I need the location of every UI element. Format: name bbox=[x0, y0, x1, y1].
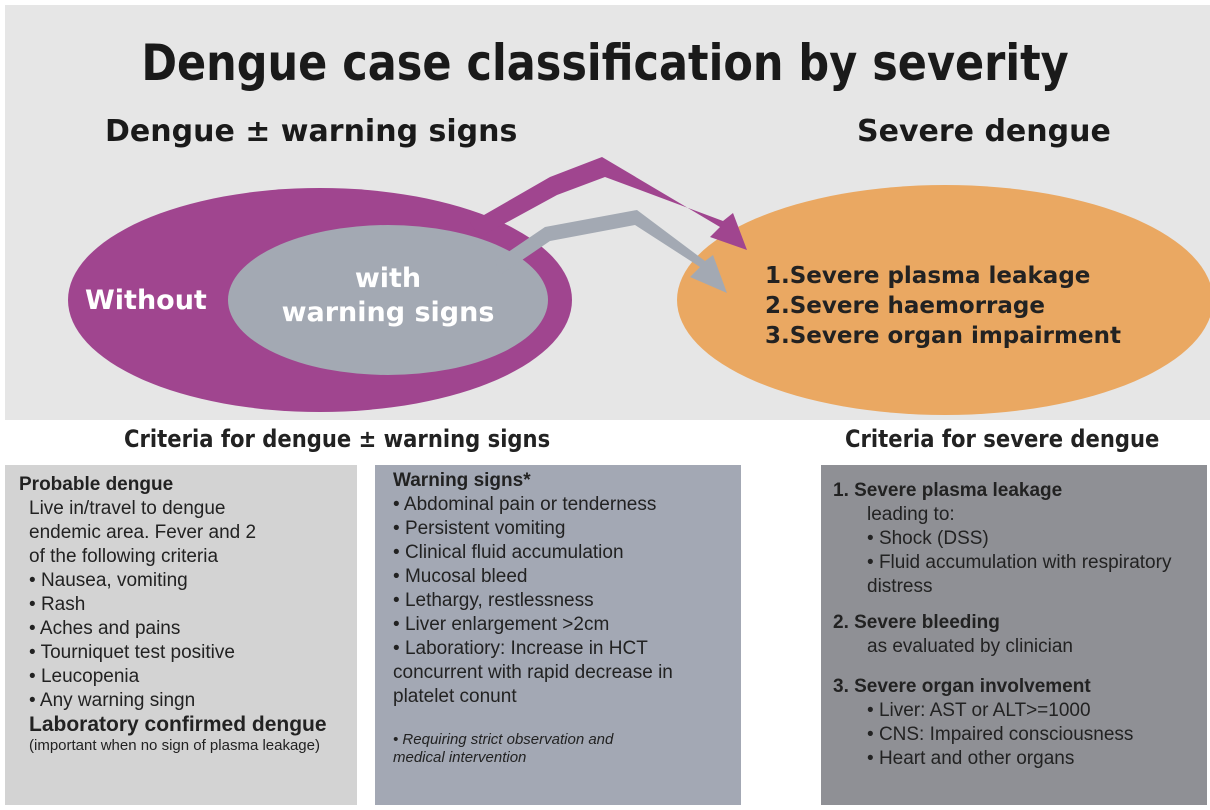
criteria-item: Tourniquet test positive bbox=[19, 641, 343, 665]
probable-heading: Probable dengue bbox=[19, 474, 174, 495]
warning-item: Clinical fluid accumulation bbox=[393, 541, 723, 565]
with-label-1: with bbox=[355, 263, 421, 294]
criteria-item: Aches and pains bbox=[19, 617, 343, 641]
severe-criteria-box: 1. Severe plasma leakage leading to: Sho… bbox=[821, 465, 1207, 805]
warning-item: Mucosal bleed bbox=[393, 565, 723, 589]
severe-item: 2.Severe haemorrage bbox=[765, 293, 1045, 319]
severe-criterion-1: 1. Severe plasma leakage bbox=[833, 480, 1063, 501]
classification-diagram: Dengue case classification by severity D… bbox=[68, 34, 1210, 415]
warning-footnote: Requiring strict observation and medical… bbox=[393, 731, 633, 767]
criteria-item: Rash bbox=[19, 593, 343, 617]
left-heading: Dengue ± warning signs bbox=[105, 114, 517, 149]
probable-intro: Live in/travel to dengue bbox=[29, 498, 226, 519]
criteria-left-heading: Criteria for dengue ± warning signs bbox=[124, 425, 551, 453]
severe-ellipse bbox=[677, 185, 1210, 415]
severe-item: Shock (DSS) bbox=[833, 527, 1195, 551]
purple-arrow bbox=[470, 157, 747, 250]
warning-signs-box: Warning signs* Abdominal pain or tendern… bbox=[375, 465, 741, 805]
severe-item: Heart and other organs bbox=[833, 747, 1195, 771]
warning-heading: Warning signs* bbox=[393, 470, 531, 491]
classification-panel: Dengue case classification by severity D… bbox=[5, 5, 1210, 420]
probable-intro: endemic area. Fever and 2 bbox=[29, 522, 257, 543]
severe-item: 3.Severe organ impairment bbox=[765, 323, 1121, 349]
criteria-item: Any warning singn bbox=[19, 689, 343, 713]
warning-item: Persistent vomiting bbox=[393, 517, 723, 541]
severe-criterion-2-sub: as evaluated by clinician bbox=[867, 636, 1073, 657]
probable-intro: of the following criteria bbox=[29, 546, 219, 567]
with-warning-ellipse bbox=[228, 225, 548, 375]
severe-item: 1.Severe plasma leakage bbox=[765, 263, 1090, 289]
warning-item: Liver enlargement >2cm bbox=[393, 613, 723, 637]
lab-note: (important when no sign of plasma leakag… bbox=[29, 737, 320, 754]
warning-item: Laboratiory: Increase in HCT concurrent … bbox=[393, 637, 723, 709]
severe-item: CNS: Impaired consciousness bbox=[833, 723, 1195, 747]
gray-arrow bbox=[495, 210, 727, 293]
severe-criterion-1-sub: leading to: bbox=[867, 504, 955, 525]
without-label: Without bbox=[85, 285, 207, 316]
severe-item: Liver: AST or ALT>=1000 bbox=[833, 699, 1195, 723]
criteria-item: Leucopenia bbox=[19, 665, 343, 689]
diagram-title: Dengue case classification by severity bbox=[141, 34, 1068, 92]
criteria-right-heading: Criteria for severe dengue bbox=[845, 425, 1160, 453]
severe-item: Fluid accumulation with respiratory dist… bbox=[833, 551, 1195, 599]
right-heading: Severe dengue bbox=[857, 114, 1111, 149]
with-label-2: warning signs bbox=[282, 297, 495, 328]
warning-item: Lethargy, restlessness bbox=[393, 589, 723, 613]
lab-heading: Laboratory confirmed dengue bbox=[29, 713, 327, 736]
probable-dengue-box: Probable dengue Live in/travel to dengue… bbox=[5, 465, 357, 805]
severe-criterion-2: 2. Severe bleeding bbox=[833, 612, 1000, 633]
criteria-item: Nausea, vomiting bbox=[19, 569, 343, 593]
severe-criterion-3: 3. Severe organ involvement bbox=[833, 676, 1091, 697]
warning-item: Abdominal pain or tenderness bbox=[393, 493, 723, 517]
